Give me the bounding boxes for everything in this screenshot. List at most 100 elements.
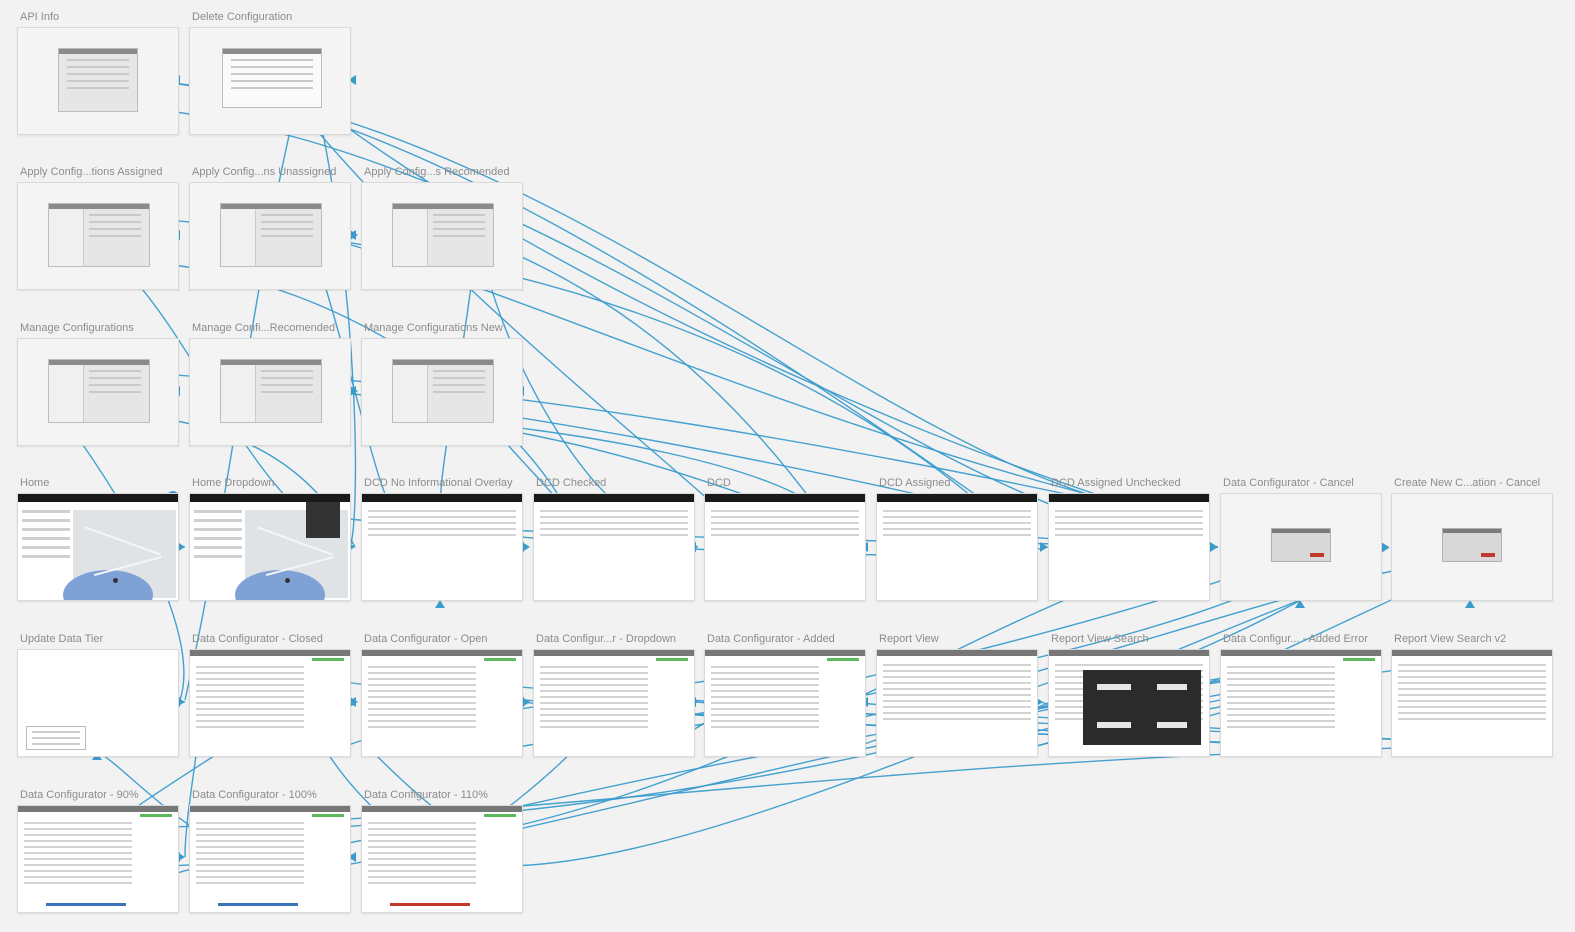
artboard-dc-added[interactable] xyxy=(704,649,866,757)
artboard-manage-configs[interactable] xyxy=(17,338,179,446)
artboard-create-new-cancel[interactable] xyxy=(1391,493,1553,601)
thumb-split-panel xyxy=(220,203,322,267)
artboard-manage-new[interactable] xyxy=(361,338,523,446)
arrowhead xyxy=(350,697,358,707)
thumb-cancel-modal xyxy=(1271,528,1331,562)
artboard-title[interactable]: DCD Assigned Unchecked xyxy=(1051,477,1181,489)
artboard-title[interactable]: Data Configurator - 100% xyxy=(192,789,317,801)
artboard-dc-100[interactable] xyxy=(189,805,351,913)
artboard-title[interactable]: Data Configurator - 90% xyxy=(20,789,139,801)
artboard-title[interactable]: DCD Checked xyxy=(536,477,607,489)
artboard-dcd-assigned[interactable] xyxy=(876,493,1038,601)
artboard-home-dropdown[interactable] xyxy=(189,493,351,601)
thumb-split-panel xyxy=(392,359,494,423)
artboard-dcd-assigned-unchecked[interactable] xyxy=(1048,493,1210,601)
artboard-title[interactable]: Update Data Tier xyxy=(20,633,104,645)
arrowhead xyxy=(177,542,185,552)
artboard-title[interactable]: Home xyxy=(20,477,50,489)
arrowhead xyxy=(1210,542,1218,552)
artboard-dc-added-error[interactable] xyxy=(1220,649,1382,757)
artboard-home[interactable] xyxy=(17,493,179,601)
app-header-bar xyxy=(705,494,865,502)
thumb-table-rows xyxy=(534,506,694,536)
app-header-bar xyxy=(190,806,350,812)
thumb-form-rows xyxy=(362,818,482,884)
thumb-progress-bar xyxy=(390,903,470,906)
connection-link xyxy=(184,747,198,858)
thumb-note xyxy=(26,726,86,750)
artboard-apply-assigned[interactable] xyxy=(17,182,179,290)
artboard-api-info[interactable] xyxy=(17,27,179,135)
artboard-title[interactable]: DCD xyxy=(707,477,731,489)
thumb-table-rows xyxy=(705,506,865,536)
artboard-dc-90[interactable] xyxy=(17,805,179,913)
artboard-title[interactable]: Data Configurator - Cancel xyxy=(1223,477,1354,489)
artboard-title[interactable]: Home Dropdown xyxy=(192,477,275,489)
artboard-title[interactable]: DCD No Informational Overlay xyxy=(364,477,513,489)
artboard-manage-recommended[interactable] xyxy=(189,338,351,446)
thumb-status-bar xyxy=(484,658,516,661)
arrowhead xyxy=(1040,542,1048,552)
artboard-title[interactable]: Data Configur... - Added Error xyxy=(1223,633,1368,645)
artboard-dc-110[interactable] xyxy=(361,805,523,913)
artboard-apply-recommended[interactable] xyxy=(361,182,523,290)
thumb-search-overlay xyxy=(1083,670,1201,745)
arrowhead xyxy=(522,697,530,707)
artboard-title[interactable]: Data Configurator - 110% xyxy=(364,789,488,801)
artboard-report-view[interactable] xyxy=(876,649,1038,757)
artboard-title[interactable]: Report View xyxy=(879,633,939,645)
arrowhead xyxy=(350,230,358,240)
artboard-report-view-search-v2[interactable] xyxy=(1391,649,1553,757)
thumb-form-rows xyxy=(705,662,825,728)
thumb-table-rows xyxy=(1049,506,1209,536)
arrowhead xyxy=(1295,600,1305,608)
app-header-bar xyxy=(1221,650,1381,656)
thumb-cancel-modal xyxy=(1442,528,1502,562)
arrowhead xyxy=(177,697,185,707)
artboard-title[interactable]: Manage Confi...Recomended xyxy=(192,322,336,334)
artboard-title[interactable]: Data Configurator - Added xyxy=(707,633,835,645)
artboard-title[interactable]: Apply Config...s Recomended xyxy=(364,166,510,178)
arrowhead xyxy=(522,542,530,552)
thumb-split-panel xyxy=(48,359,150,423)
thumb-table xyxy=(222,48,322,108)
app-header-bar xyxy=(534,650,694,656)
thumb-status-bar xyxy=(1343,658,1375,661)
thumb-status-bar xyxy=(827,658,859,661)
artboard-apply-unassigned[interactable] xyxy=(189,182,351,290)
artboard-title[interactable]: Data Configur...r - Dropdown xyxy=(536,633,677,645)
artboard-dcd-no-overlay[interactable] xyxy=(361,493,523,601)
artboard-dcd-checked[interactable] xyxy=(533,493,695,601)
artboard-title[interactable]: Data Configurator - Open xyxy=(364,633,488,645)
artboard-title[interactable]: DCD Assigned xyxy=(879,477,951,489)
artboard-title[interactable]: Report View Search v2 xyxy=(1394,633,1507,645)
thumb-form-rows xyxy=(362,662,482,728)
artboard-title[interactable]: Delete Configuration xyxy=(192,11,293,23)
thumb-status-bar xyxy=(312,814,344,817)
artboard-title[interactable]: Manage Configurations xyxy=(20,322,134,334)
artboard-dc-closed[interactable] xyxy=(189,649,351,757)
thumb-progress-bar xyxy=(46,903,126,906)
thumb-report-rows xyxy=(1392,660,1552,720)
artboard-dc-dropdown[interactable] xyxy=(533,649,695,757)
arrowhead xyxy=(1465,600,1475,608)
app-header-bar xyxy=(1049,494,1209,502)
artboard-update-data-tier[interactable] xyxy=(17,649,179,757)
artboard-title[interactable]: Apply Config...tions Assigned xyxy=(20,166,163,178)
app-header-bar xyxy=(362,806,522,812)
artboard-title[interactable]: API Info xyxy=(20,11,60,23)
thumb-status-bar xyxy=(656,658,688,661)
artboard-delete-config[interactable] xyxy=(189,27,351,135)
artboard-title[interactable]: Apply Config...ns Unassigned xyxy=(192,166,337,178)
artboard-report-view-search[interactable] xyxy=(1048,649,1210,757)
artboard-dc-cancel[interactable] xyxy=(1220,493,1382,601)
thumb-dropdown-menu xyxy=(306,502,340,538)
artboard-title[interactable]: Data Configurator - Closed xyxy=(192,633,323,645)
connection-link xyxy=(316,104,1151,513)
artboard-title[interactable]: Create New C...ation - Cancel xyxy=(1394,477,1541,489)
artboard-title[interactable]: Manage Configurations New xyxy=(364,322,503,334)
artboard-dcd[interactable] xyxy=(704,493,866,601)
artboard-title[interactable]: Report View Search xyxy=(1051,633,1149,645)
artboard-dc-open[interactable] xyxy=(361,649,523,757)
